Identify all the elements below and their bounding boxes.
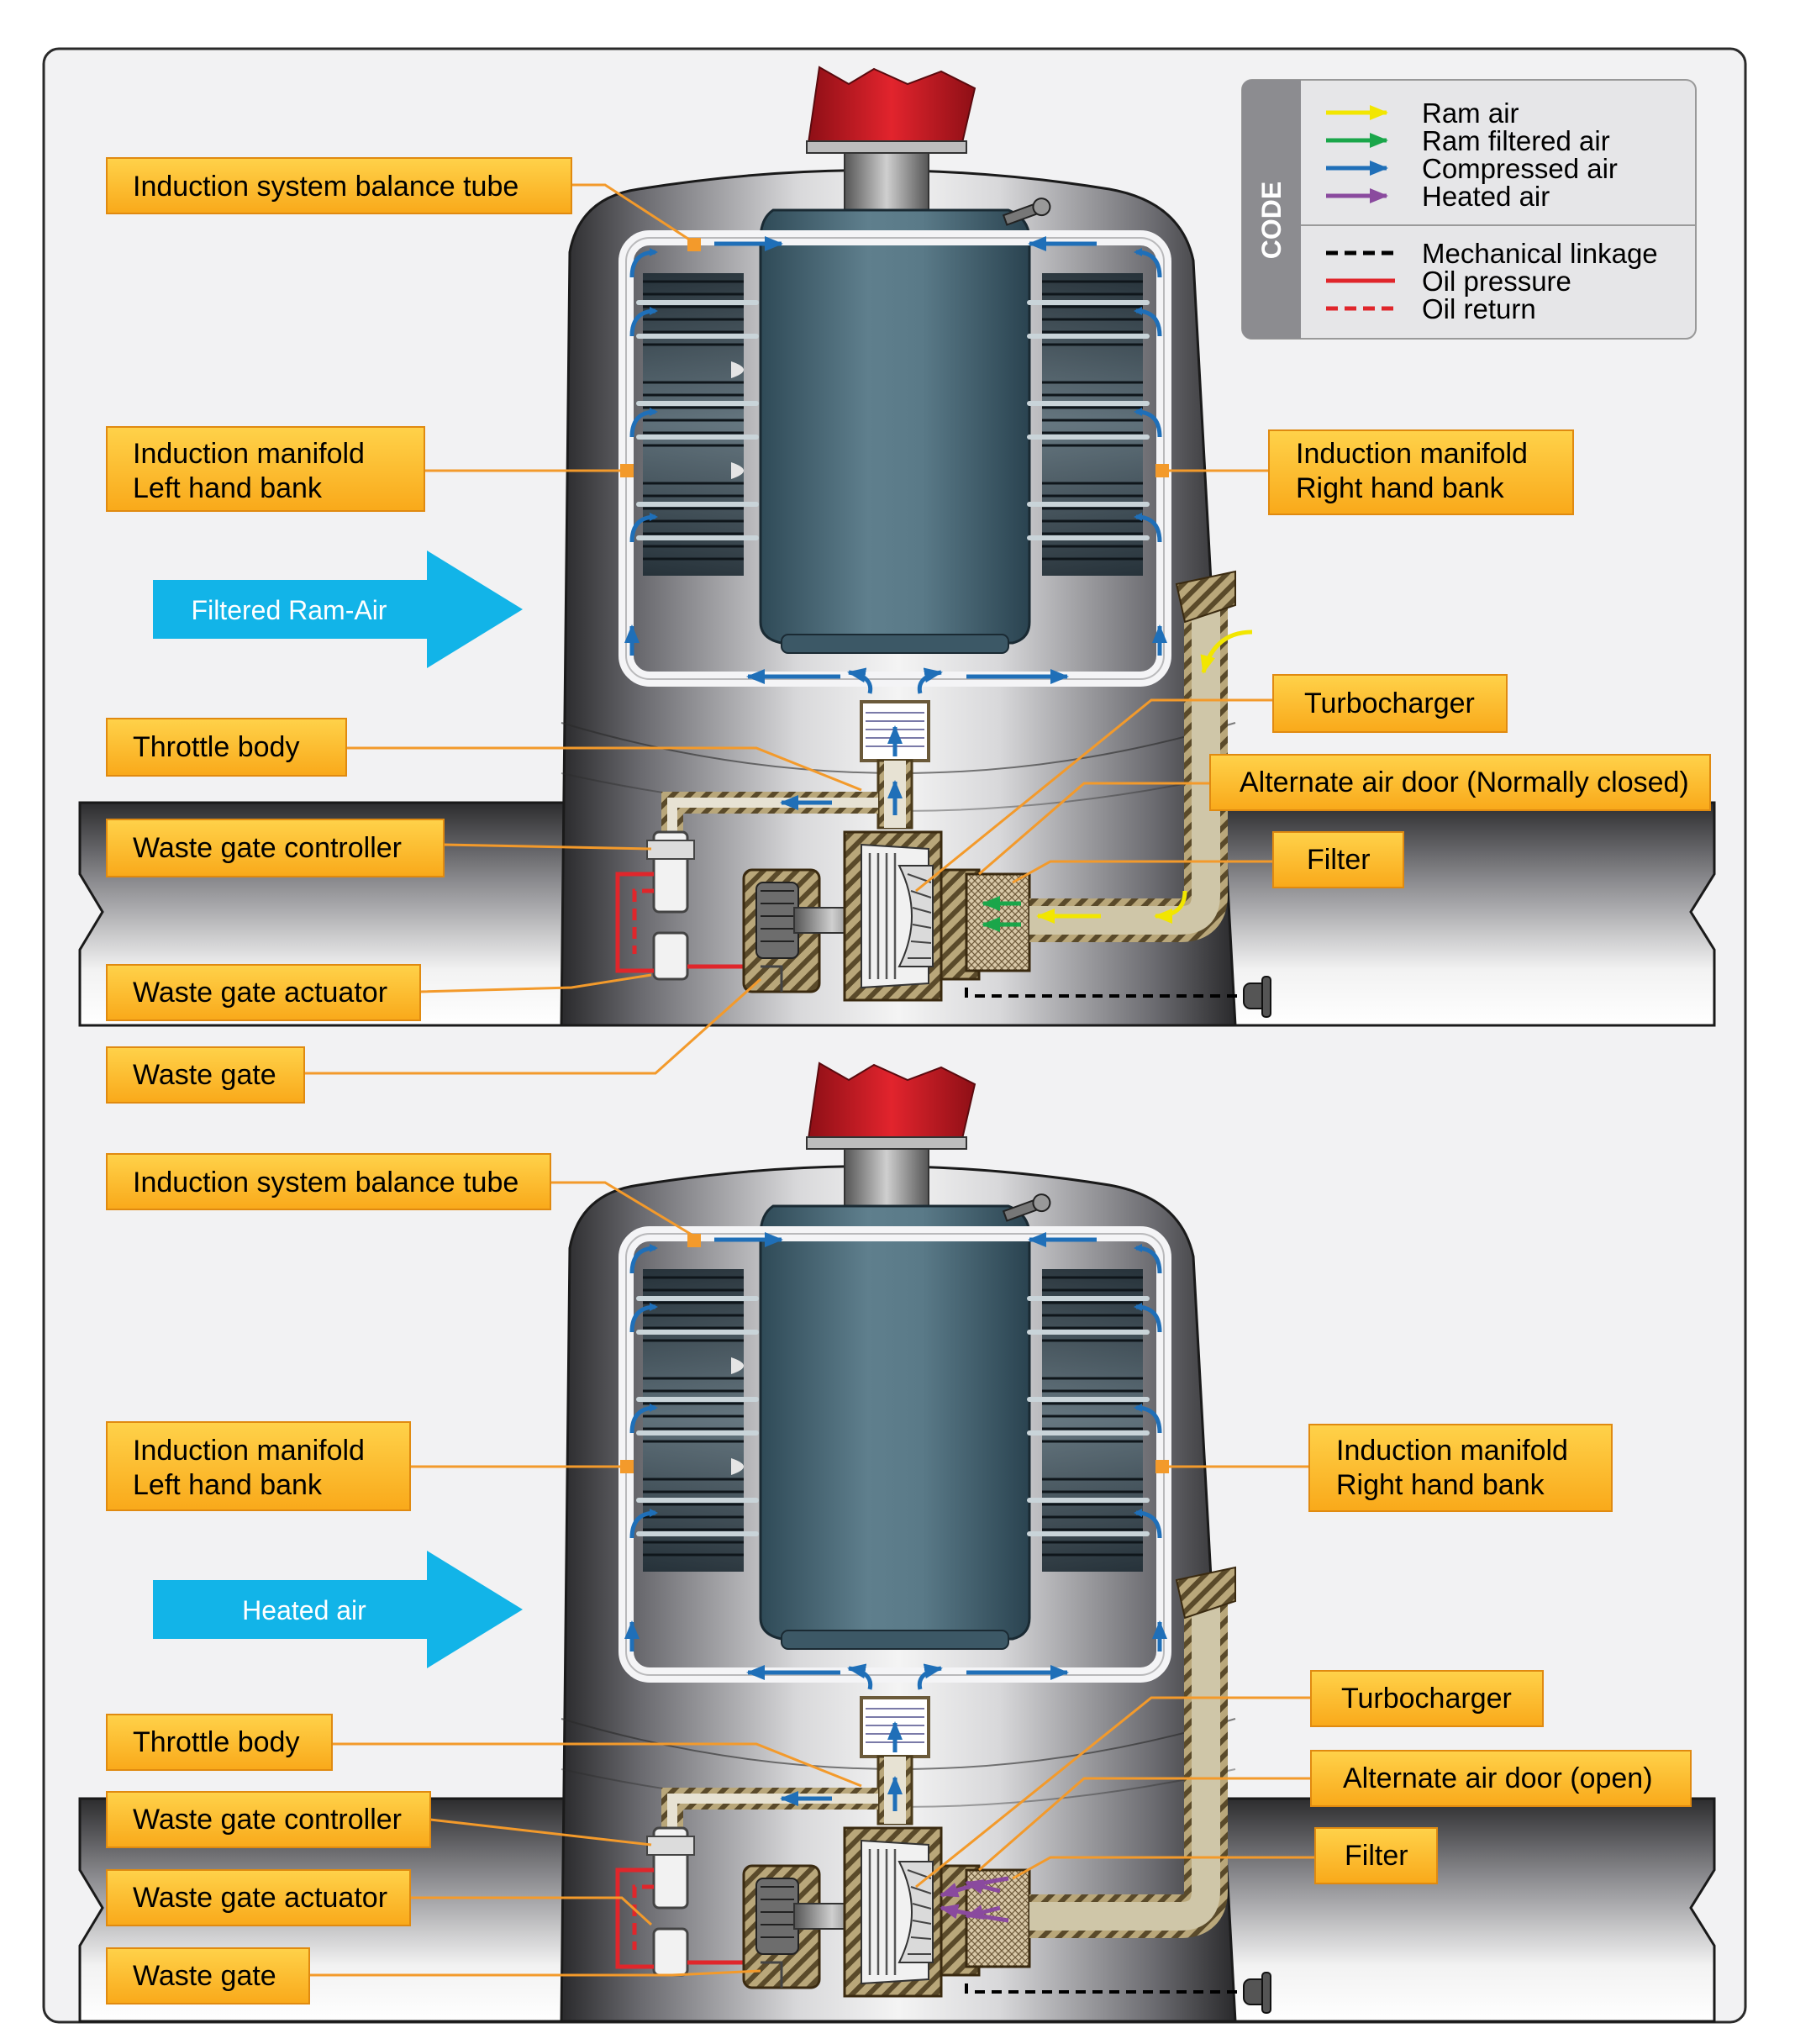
svg-text:Induction manifold: Induction manifold (1296, 438, 1528, 470)
svg-text:Right hand bank: Right hand bank (1296, 472, 1505, 504)
legend-item-compressed-air: Compressed air (1326, 153, 1618, 184)
label-wg-controller-top: Waste gate controller (106, 819, 445, 877)
svg-text:Waste gate actuator: Waste gate actuator (133, 977, 387, 1009)
legend-item-ram-filtered-air: Ram filtered air (1326, 125, 1610, 156)
svg-text:Waste gate: Waste gate (133, 1059, 276, 1091)
top-engine-assembly (80, 67, 1714, 1025)
svg-text:Induction manifold: Induction manifold (133, 438, 365, 470)
svg-text:Compressed air: Compressed air (1422, 153, 1618, 184)
label-wg-controller-bottom: Waste gate controller (106, 1791, 431, 1848)
label-balance-tube-top: Induction system balance tube (106, 157, 572, 214)
bottom-leader-lines (309, 1181, 1315, 1977)
svg-text:Oil return: Oil return (1422, 293, 1536, 324)
label-waste-gate-top: Waste gate (106, 1046, 305, 1104)
svg-text:Induction system balance tube: Induction system balance tube (133, 171, 518, 203)
svg-text:Oil pressure: Oil pressure (1422, 266, 1571, 297)
svg-text:Ram filtered air: Ram filtered air (1422, 125, 1610, 156)
label-right-bank-top: Induction manifold Right hand bank (1268, 429, 1574, 515)
svg-text:Throttle body: Throttle body (133, 1726, 299, 1758)
label-left-bank-bottom: Induction manifold Left hand bank (106, 1421, 411, 1511)
svg-text:Alternate air door (open): Alternate air door (open) (1343, 1762, 1653, 1794)
label-turbocharger-top: Turbocharger (1272, 674, 1508, 733)
label-alt-air-door-bottom: Alternate air door (open) (1310, 1750, 1692, 1807)
svg-text:Right hand bank: Right hand bank (1336, 1469, 1545, 1501)
legend-item-ram-air: Ram air (1326, 97, 1519, 129)
svg-text:Left hand bank: Left hand bank (133, 1469, 323, 1501)
label-left-bank-top: Induction manifold Left hand bank (106, 426, 425, 512)
svg-text:Mechanical linkage: Mechanical linkage (1422, 238, 1658, 269)
legend-title: CODE (1256, 182, 1287, 259)
bottom-banner: Heated air (153, 1551, 523, 1668)
legend-item-oil-return: Oil return (1326, 293, 1536, 324)
legend-item-heated-air: Heated air (1326, 181, 1550, 212)
svg-text:Filter: Filter (1345, 1840, 1408, 1872)
svg-text:Left hand bank: Left hand bank (133, 472, 323, 504)
label-turbocharger-bottom: Turbocharger (1310, 1670, 1544, 1727)
svg-text:Waste gate: Waste gate (133, 1960, 276, 1992)
svg-text:Throttle body: Throttle body (133, 731, 299, 763)
svg-text:Waste gate controller: Waste gate controller (133, 1804, 402, 1836)
svg-text:Turbocharger: Turbocharger (1304, 687, 1475, 719)
svg-text:Filter: Filter (1307, 844, 1371, 876)
label-wg-actuator-top: Waste gate actuator (106, 964, 421, 1021)
top-leader-lines (304, 183, 1273, 1075)
label-throttle-body-top: Throttle body (106, 718, 347, 777)
label-filter-top: Filter (1272, 831, 1404, 888)
svg-text:Waste gate actuator: Waste gate actuator (133, 1882, 387, 1914)
svg-text:Waste gate controller: Waste gate controller (133, 832, 402, 864)
bottom-engine-assembly (80, 1063, 1714, 2021)
label-right-bank-bottom: Induction manifold Right hand bank (1308, 1424, 1613, 1512)
svg-text:Induction system balance tube: Induction system balance tube (133, 1167, 518, 1198)
bottom-banner-text: Heated air (242, 1595, 366, 1625)
label-filter-bottom: Filter (1314, 1827, 1438, 1884)
top-banner: Filtered Ram-Air (153, 551, 523, 668)
svg-text:Induction manifold: Induction manifold (1336, 1435, 1568, 1467)
svg-text:Turbocharger: Turbocharger (1341, 1683, 1512, 1715)
label-balance-tube-bottom: Induction system balance tube (106, 1153, 551, 1210)
legend: CODE Ram air Ram filtered air Compressed… (1241, 79, 1697, 340)
label-waste-gate-bottom: Waste gate (106, 1947, 310, 2004)
legend-item-mechanical-linkage: Mechanical linkage (1326, 238, 1658, 269)
label-wg-actuator-bottom: Waste gate actuator (106, 1869, 411, 1926)
svg-text:Heated air: Heated air (1422, 181, 1550, 212)
label-alt-air-door-top: Alternate air door (Normally closed) (1209, 754, 1711, 811)
svg-text:Alternate air door (Normally c: Alternate air door (Normally closed) (1240, 766, 1689, 798)
svg-text:Induction manifold: Induction manifold (133, 1435, 365, 1467)
label-throttle-body-bottom: Throttle body (106, 1714, 333, 1771)
top-banner-text: Filtered Ram-Air (192, 595, 387, 625)
legend-item-oil-pressure: Oil pressure (1326, 266, 1571, 297)
svg-text:Ram air: Ram air (1422, 97, 1519, 129)
